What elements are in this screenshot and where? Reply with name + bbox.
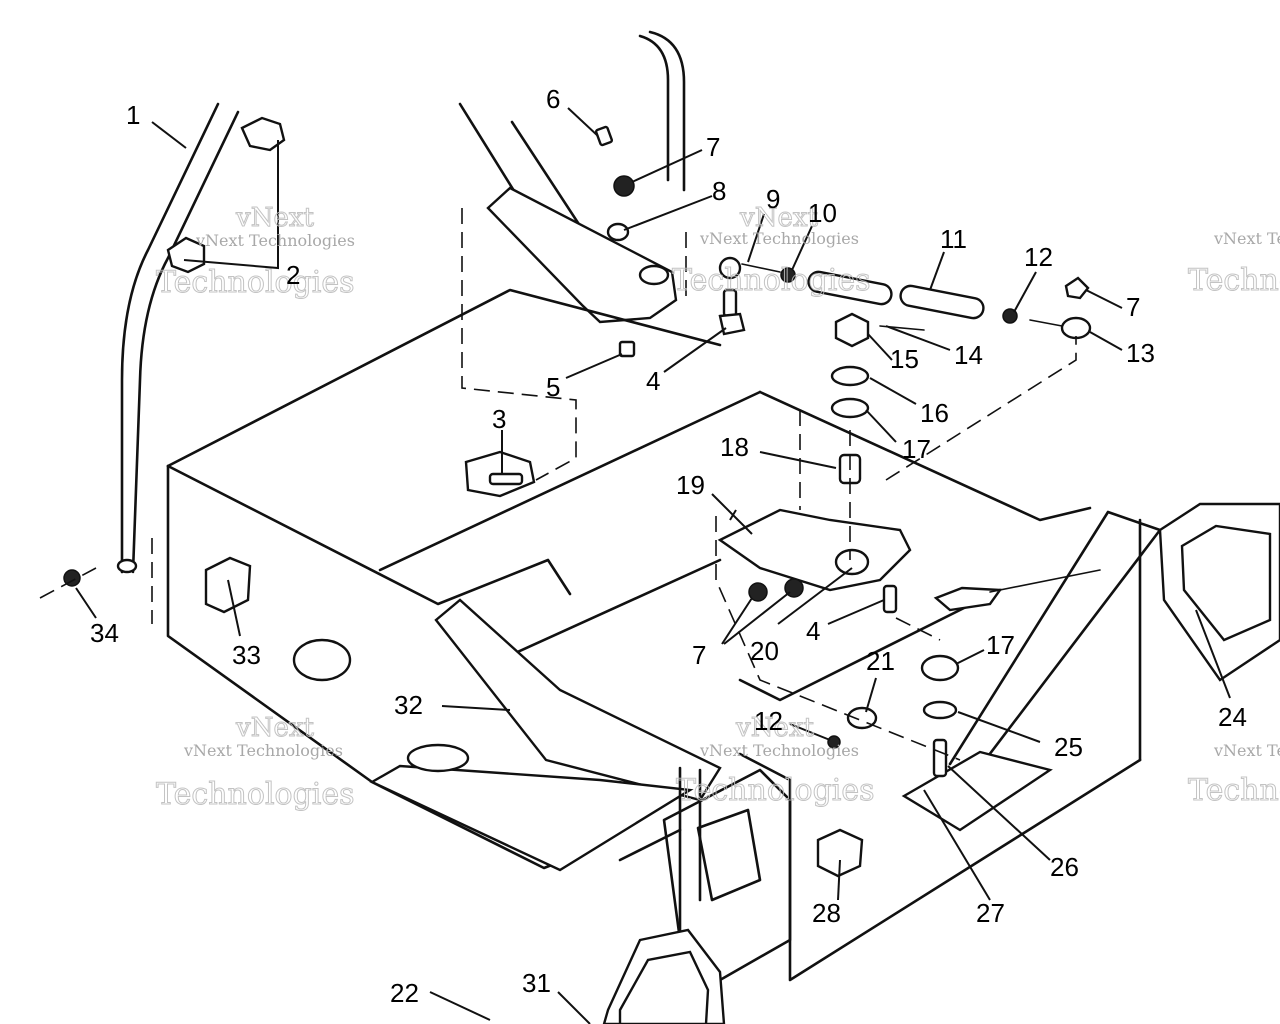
callout-19: 19 [676,470,705,500]
watermarks: vNext vNext Technologies Technologies vN… [156,203,1280,813]
callout-20: 20 [750,636,779,666]
leader-lines [75,107,1231,1024]
callout-2: 2 [286,260,300,290]
callout-21: 21 [866,646,895,676]
lower-panel [602,768,792,1024]
watermark-4c: Technologies [156,777,355,812]
tie-rod [718,256,1092,340]
callout-10: 10 [808,198,837,228]
callout-18: 18 [720,432,749,462]
handle-tube [116,102,240,574]
callout-17b: 17 [986,630,1015,660]
watermark-4b: vNext Technologies [183,741,343,760]
callout-8: 8 [712,176,726,206]
callout-11: 11 [940,224,967,254]
callout-7a: 7 [706,132,720,162]
phantom-lines [39,208,1077,761]
watermark-6b: vNext Technologies [1213,741,1280,760]
callout-16: 16 [920,398,949,428]
watermark-1b: vNext Technologies [195,231,355,250]
pivot-stack [594,125,1101,778]
watermark-2b: vNext Technologies [699,229,859,248]
callout-32: 32 [394,690,423,720]
watermark-1a: vNext [235,203,314,233]
callout-26: 26 [1050,852,1079,882]
callout-labels: 1 2 3 4 4 5 6 7 7 7 8 9 10 11 12 12 13 1… [90,84,1247,1008]
watermark-5c: Technologies [676,773,875,808]
callout-13: 13 [1126,338,1155,368]
watermark-3b: vNext Technologies [1213,229,1280,248]
watermark-6c: Technologies [1188,773,1280,808]
callout-3: 3 [492,404,506,434]
callout-7b: 7 [1126,292,1140,322]
watermark-3c: Technologies [1188,263,1280,298]
callout-12b: 12 [754,706,783,736]
callout-5: 5 [546,372,560,402]
callout-34: 34 [90,618,119,648]
callout-6: 6 [546,84,560,114]
callout-25: 25 [1054,732,1083,762]
callout-24: 24 [1218,702,1247,732]
callout-33: 33 [232,640,261,670]
brake-pedal-arm [901,502,1280,832]
callout-17a: 17 [902,434,931,464]
callout-4b: 4 [806,616,820,646]
watermark-2c: Technologies [672,263,871,298]
callout-31: 31 [522,968,551,998]
callout-15: 15 [890,344,919,374]
callout-7c: 7 [692,640,706,670]
callout-22: 22 [390,978,419,1008]
handle-grip-caps [166,116,286,274]
small-brackets [63,450,864,878]
callout-12a: 12 [1024,242,1053,272]
callout-1: 1 [126,100,140,130]
watermark-5b: vNext Technologies [699,741,859,760]
steering-column [458,30,686,324]
watermark-5a: vNext [735,713,814,743]
watermark-1c: Technologies [156,265,355,300]
callout-14: 14 [954,340,983,370]
callout-28: 28 [812,898,841,928]
callout-4a: 4 [646,366,660,396]
watermark-4a: vNext [235,713,314,743]
callout-27: 27 [976,898,1005,928]
watermark-2a: vNext [739,203,818,233]
callout-9: 9 [766,184,780,214]
